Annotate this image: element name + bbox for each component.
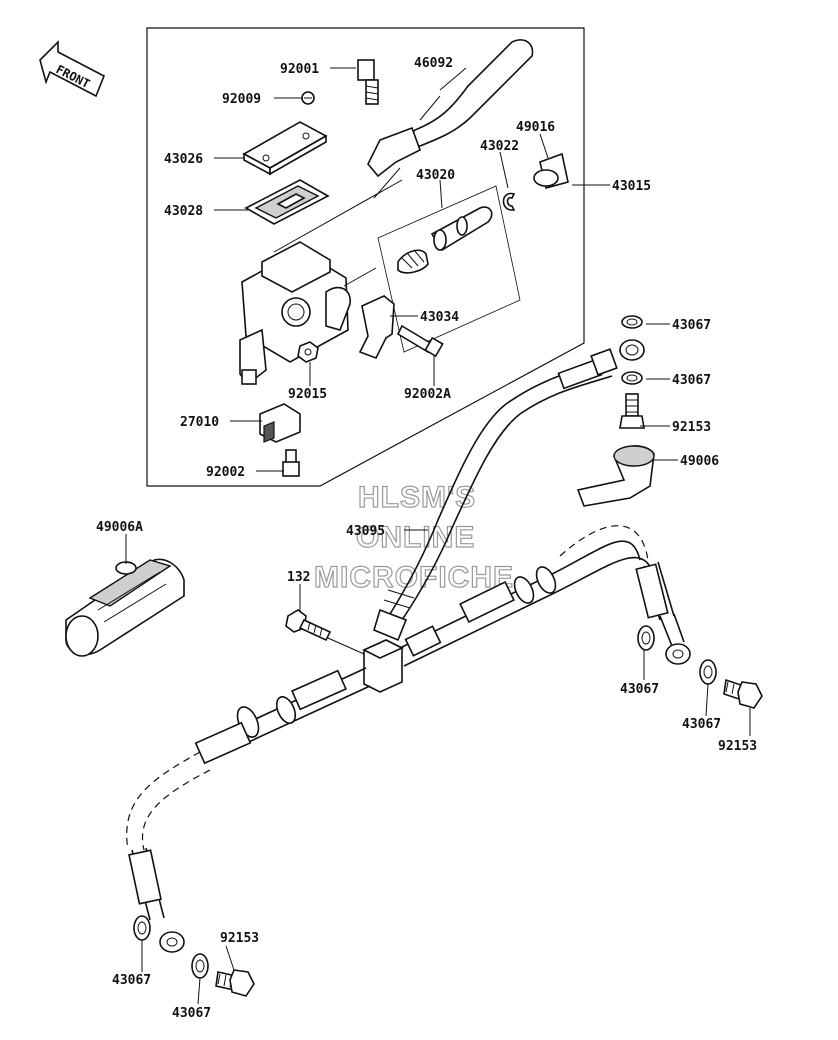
master-cylinder-body xyxy=(239,241,351,386)
label-92002: 92002 xyxy=(206,465,245,480)
label-49016: 49016 xyxy=(516,120,555,135)
label-43026: 43026 xyxy=(164,152,203,167)
label-49006a: 49006A xyxy=(96,520,143,535)
label-43028: 43028 xyxy=(164,204,203,219)
label-46092: 46092 xyxy=(414,56,453,71)
upper-banjo xyxy=(619,315,645,429)
bolt-92015 xyxy=(297,341,319,363)
banjo-cover xyxy=(576,445,655,507)
part-labels: 92001 46092 92009 49016 43026 43022 4302… xyxy=(96,56,757,1021)
label-92002a: 92002A xyxy=(404,387,451,402)
label-92001: 92001 xyxy=(280,62,319,77)
label-27010: 27010 xyxy=(180,415,219,430)
watermark-line-3: MICROFICHE xyxy=(314,561,514,594)
snap-ring xyxy=(502,192,516,211)
diaphragm xyxy=(244,179,330,225)
label-43067-a: 43067 xyxy=(672,318,711,333)
bolt-92002a xyxy=(396,324,444,358)
label-43022: 43022 xyxy=(480,139,519,154)
banjo-cover-a xyxy=(65,558,185,657)
screw-92009 xyxy=(301,91,315,105)
label-43095: 43095 xyxy=(346,524,385,539)
label-43034: 43034 xyxy=(420,310,459,325)
label-43015: 43015 xyxy=(612,179,651,194)
label-43067-e: 43067 xyxy=(112,973,151,988)
label-43067-d: 43067 xyxy=(682,717,721,732)
label-92153-a: 92153 xyxy=(672,420,711,435)
watermark: HLSM'S ONLINE MICROFICHE xyxy=(313,480,514,594)
label-49006: 49006 xyxy=(680,454,719,469)
watermark-line-1: HLSM'S xyxy=(358,481,476,514)
brake-switch xyxy=(259,403,301,443)
lower-left-hardware xyxy=(133,915,255,997)
label-92009: 92009 xyxy=(222,92,261,107)
label-92153-c: 92153 xyxy=(220,931,259,946)
label-43067-f: 43067 xyxy=(172,1006,211,1021)
bolt-132 xyxy=(285,609,332,642)
watermark-line-2: ONLINE xyxy=(356,521,475,554)
hose-joint xyxy=(362,639,404,693)
reservoir-cap xyxy=(242,121,328,176)
front-arrow-icon: FRONT xyxy=(39,40,106,98)
label-92015: 92015 xyxy=(288,387,327,402)
lower-hose-right xyxy=(399,525,691,667)
label-132: 132 xyxy=(287,570,310,585)
leader-lines xyxy=(125,67,751,1005)
label-43020: 43020 xyxy=(416,168,455,183)
kit-boundary xyxy=(146,27,585,487)
screw-92002 xyxy=(282,449,300,477)
lower-right-hardware xyxy=(637,625,763,709)
brake-lever xyxy=(367,39,534,178)
piston-kit xyxy=(377,185,521,353)
label-43067-b: 43067 xyxy=(672,373,711,388)
upper-brake-hose xyxy=(373,348,618,642)
bolt-92001 xyxy=(357,59,379,105)
label-43067-c: 43067 xyxy=(620,682,659,697)
label-92153-b: 92153 xyxy=(718,739,757,754)
lower-hose-left xyxy=(126,667,371,953)
dust-boot xyxy=(533,152,569,189)
clamp-holder xyxy=(358,294,395,360)
